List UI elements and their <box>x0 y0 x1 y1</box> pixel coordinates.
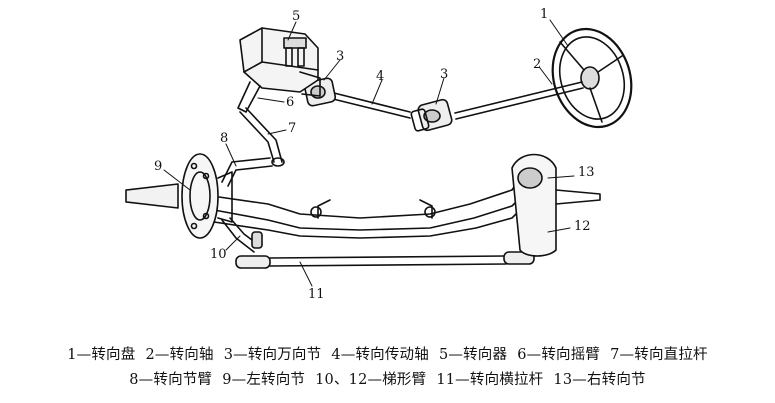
universal-joint-right <box>410 98 453 132</box>
callout-3-right: 3 <box>440 67 448 82</box>
callout-9: 9 <box>154 159 162 174</box>
callout-6: 6 <box>286 95 294 110</box>
intermediate-shaft <box>332 92 411 119</box>
steering-system-diagram: 1 2 3 4 3 5 6 7 8 9 10 11 12 13 <box>125 7 633 302</box>
steering-wheel <box>551 27 633 129</box>
legend-line-1: 1—转向盘 2—转向轴 3—转向万向节 4—转向传动轴 5—转向器 6—转向摇臂 7—转向直… <box>0 343 775 364</box>
callout-2: 2 <box>533 57 541 72</box>
callout-11: 11 <box>308 287 325 302</box>
legend-item-8: 8—转向节臂 <box>129 372 213 388</box>
legend-item-13: 13—右转向节 <box>553 372 646 388</box>
callout-8: 8 <box>220 131 228 146</box>
callout-13: 13 <box>578 165 595 180</box>
legend-line-2: 8—转向节臂 9—左转向节 10、12—梯形臂 11—转向横拉杆 13—右转向节 <box>0 368 775 389</box>
legend-item-10-12: 10、12—梯形臂 <box>315 372 427 388</box>
legend-item-9: 9—左转向节 <box>222 372 306 388</box>
legend-item-3: 3—转向万向节 <box>223 347 322 363</box>
callout-10: 10 <box>210 247 227 262</box>
pitman-arm <box>237 81 261 113</box>
legend-item-5: 5—转向器 <box>438 347 508 363</box>
right-steering-knuckle <box>511 153 601 257</box>
legend-item-2: 2—转向轴 <box>145 347 214 363</box>
leader-lines <box>163 19 575 287</box>
callout-5: 5 <box>292 9 300 24</box>
drag-link <box>239 107 285 167</box>
legend-item-1: 1—转向盘 <box>67 347 136 363</box>
legend-item-11: 11—转向横拉杆 <box>436 372 544 388</box>
callout-12: 12 <box>574 219 591 234</box>
callout-4: 4 <box>376 69 384 84</box>
callout-3-left: 3 <box>336 49 344 64</box>
left-trapezoid-arm <box>221 217 263 253</box>
legend-item-6: 6—转向摇臂 <box>517 347 601 363</box>
steering-gear <box>239 27 321 97</box>
left-steering-knuckle <box>125 153 233 239</box>
steering-knuckle-arm <box>221 157 273 187</box>
legend-item-4: 4—转向传动轴 <box>331 347 429 363</box>
callout-1: 1 <box>540 7 548 22</box>
steering-shaft <box>454 81 584 120</box>
callout-7: 7 <box>288 121 296 136</box>
front-axle-beam <box>211 177 523 239</box>
tie-rod <box>235 251 535 269</box>
legend-item-7: 7—转向直拉杆 <box>610 347 708 363</box>
